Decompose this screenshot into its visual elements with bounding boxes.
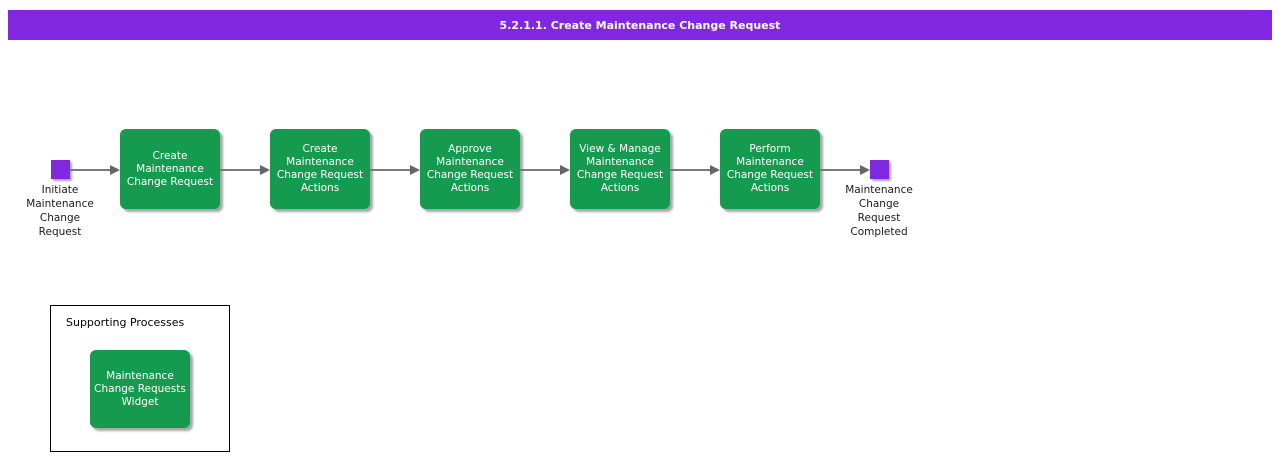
connector-arrow (220, 165, 270, 175)
connector-arrow (370, 165, 420, 175)
process-step-create-maintenance-change-request-actions[interactable]: Create Maintenance Change Request Action… (270, 129, 370, 209)
end-event-square (870, 160, 889, 179)
connector-arrow (70, 165, 120, 175)
diagram-title-bar: 5.2.1.1. Create Maintenance Change Reque… (8, 10, 1272, 40)
connector-arrow (520, 165, 570, 175)
process-step-label: Approve Maintenance Change Request Actio… (426, 143, 514, 194)
process-step-label: Perform Maintenance Change Request Actio… (726, 143, 814, 194)
supporting-process-maintenance-change-requests-widget[interactable]: Maintenance Change Requests Widget (90, 350, 190, 428)
process-step-view-manage-maintenance-change-request-actions[interactable]: View & Manage Maintenance Change Request… (570, 129, 670, 209)
supporting-processes-title: Supporting Processes (66, 316, 185, 329)
process-step-label: Maintenance Change Requests Widget (94, 369, 186, 408)
start-event-label: Initiate Maintenance Change Request (26, 184, 94, 238)
connector-arrow (670, 165, 720, 175)
process-step-label: Create Maintenance Change Request Action… (276, 143, 364, 194)
process-step-approve-maintenance-change-request-actions[interactable]: Approve Maintenance Change Request Actio… (420, 129, 520, 209)
start-event-square (51, 160, 70, 179)
process-step-label: Create Maintenance Change Request (126, 149, 214, 188)
process-step-perform-maintenance-change-request-actions[interactable]: Perform Maintenance Change Request Actio… (720, 129, 820, 209)
end-event-label: Maintenance Change Request Completed (845, 184, 913, 238)
process-step-create-maintenance-change-request[interactable]: Create Maintenance Change Request (120, 129, 220, 209)
diagram-title: 5.2.1.1. Create Maintenance Change Reque… (499, 18, 781, 32)
process-step-label: View & Manage Maintenance Change Request… (576, 143, 664, 194)
connector-arrow (820, 165, 870, 175)
